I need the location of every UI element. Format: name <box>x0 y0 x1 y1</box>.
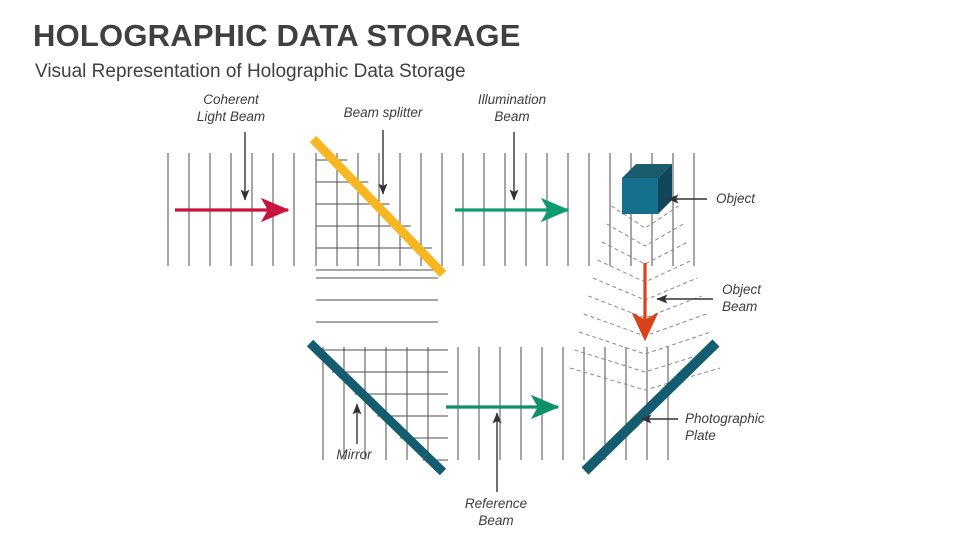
beam-splitter-bar <box>309 135 447 278</box>
object-cube <box>622 164 672 214</box>
label-line: Reference <box>465 496 527 511</box>
label-line: Plate <box>685 428 716 443</box>
label-line: Illumination <box>478 92 546 107</box>
wavefront-chevron <box>601 241 689 265</box>
wavefront-chevron <box>606 223 684 247</box>
label-mirror: Mirror <box>336 447 372 462</box>
label-line: Beam <box>722 299 757 314</box>
label-line: Beam <box>494 109 529 124</box>
label-line: Beam <box>478 513 513 528</box>
label-line: Coherent <box>203 92 260 107</box>
label-line: Beam splitter <box>344 105 423 120</box>
label-line: Object <box>716 191 756 206</box>
beam-arrows <box>175 197 659 420</box>
label-object: Object <box>716 191 756 206</box>
wavefront-chevron <box>579 331 711 355</box>
page-title: HOLOGRAPHIC DATA STORAGE <box>33 18 521 53</box>
label-line: Object <box>722 282 762 297</box>
label-line: Photographic <box>685 411 765 426</box>
optical-elements <box>306 135 720 476</box>
mirror-bar <box>306 339 447 476</box>
label-line: Mirror <box>336 447 372 462</box>
label-beam-splitter: Beam splitter <box>344 105 423 120</box>
annotation-leaders <box>240 130 713 492</box>
label-line: Light Beam <box>197 109 265 124</box>
wavefront-chevron <box>569 367 721 391</box>
object-cube-top-face <box>622 164 672 178</box>
photographic-plate-bar <box>581 339 720 475</box>
wavefront-chevron <box>588 295 702 319</box>
wavefront-chevron <box>574 349 716 373</box>
wavefront-lines <box>167 153 695 461</box>
object-cube-front-face <box>622 178 658 214</box>
page-subtitle: Visual Representation of Holographic Dat… <box>35 61 466 82</box>
